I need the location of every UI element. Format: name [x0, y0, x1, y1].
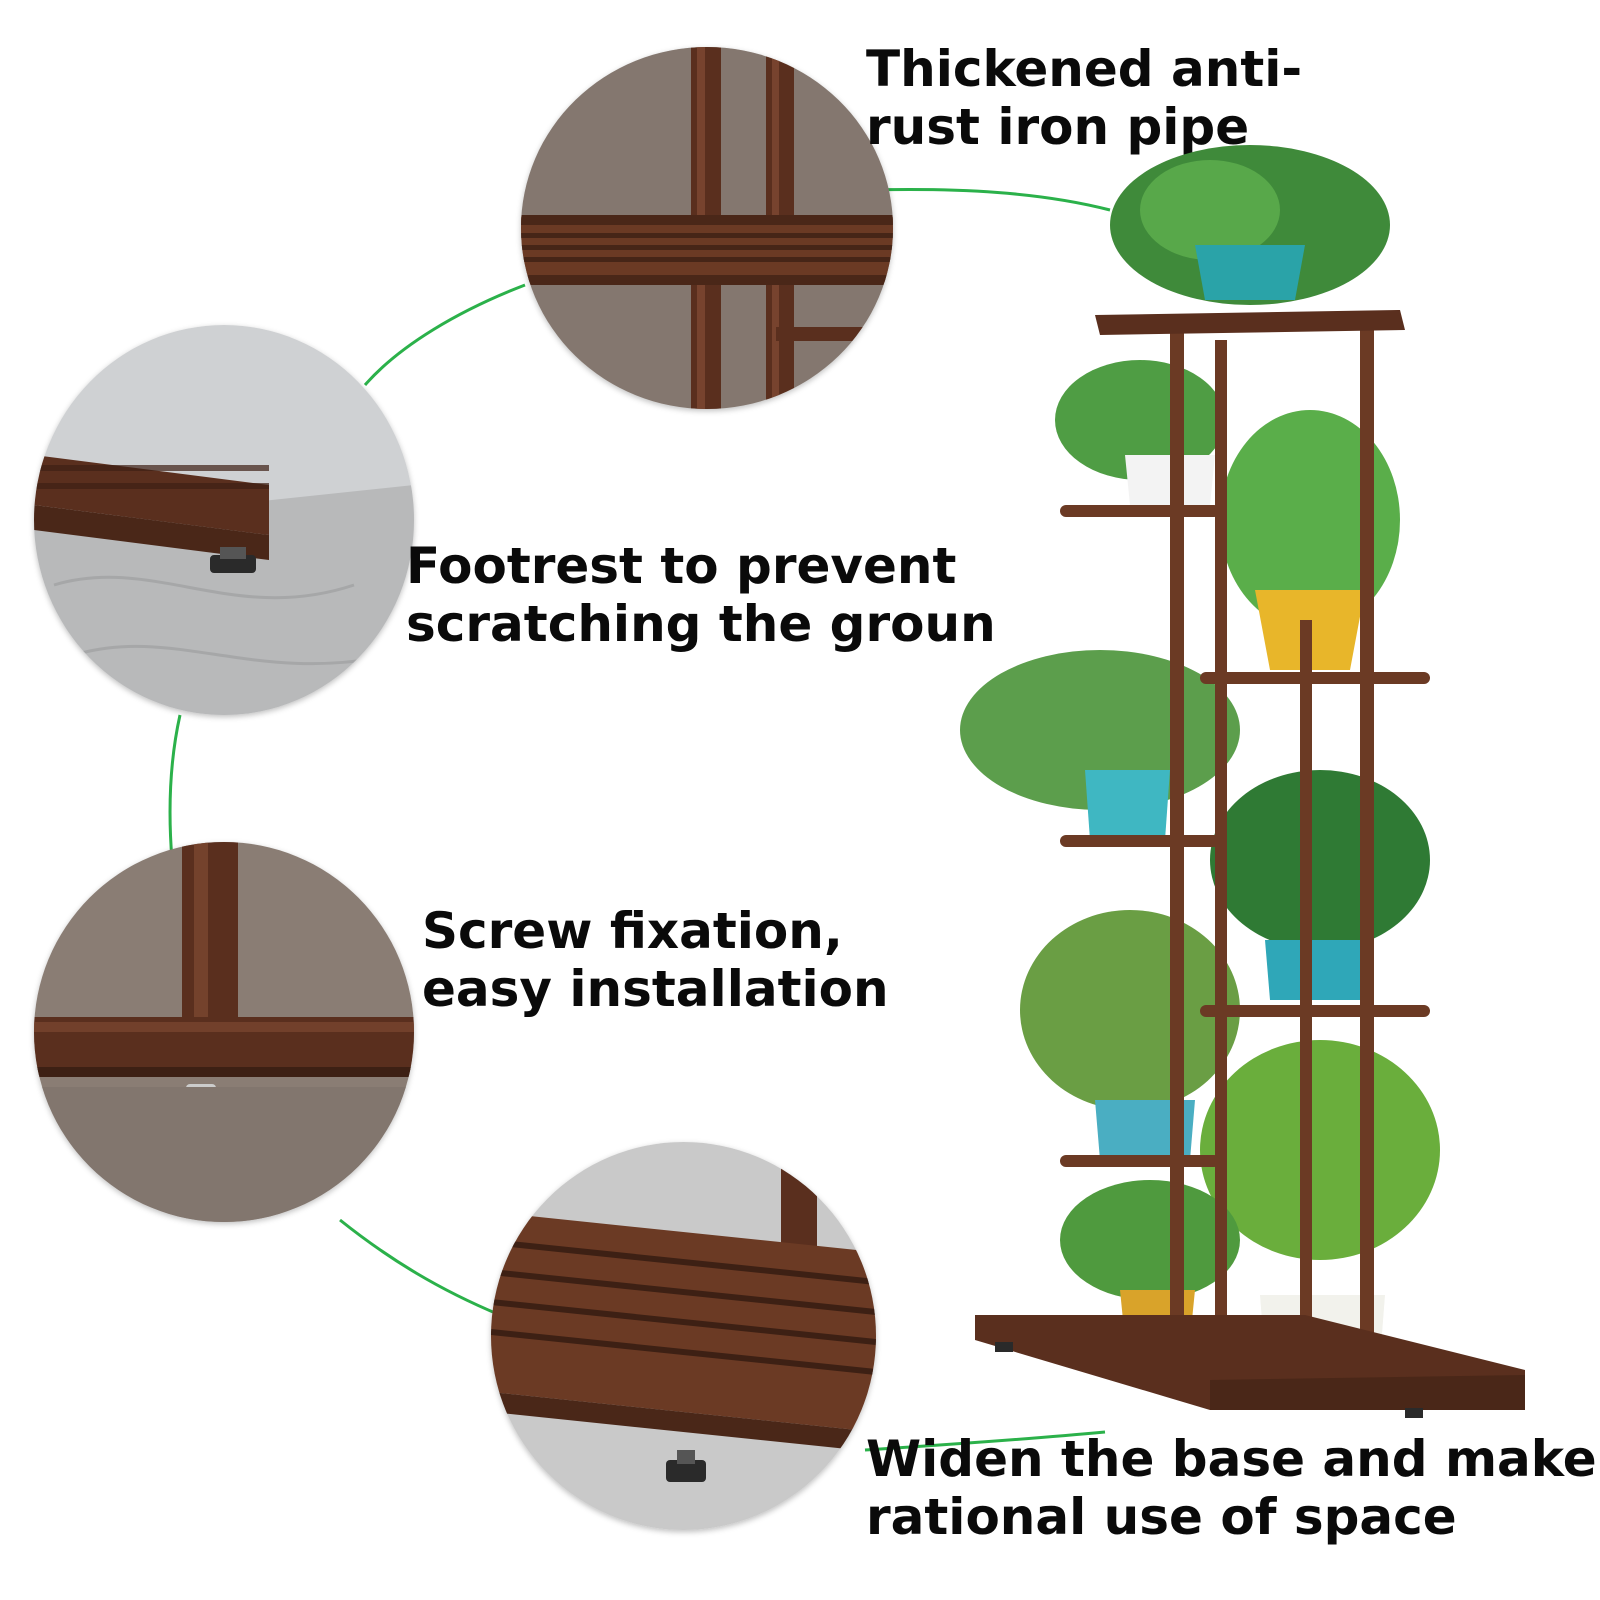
- caption-footrest: Footrest to prevent scratching the groun: [406, 537, 996, 653]
- caption-footrest-line1: Footrest to prevent: [406, 537, 957, 595]
- connector-segment: [869, 188, 1111, 212]
- caption-pipe-line1: Thickened anti-: [866, 40, 1303, 98]
- detail-circle-base: [491, 1142, 876, 1530]
- plant-stand-illustration: [960, 145, 1525, 1418]
- caption-pipe-line2: rust iron pipe: [866, 98, 1250, 156]
- caption-base-line1: Widen the base and make: [866, 1430, 1597, 1488]
- connector-segment: [168, 714, 182, 861]
- detail-circle-footrest: [34, 325, 414, 715]
- detail-circle-screw: [34, 842, 414, 1222]
- caption-pipe: Thickened anti- rust iron pipe: [866, 40, 1302, 156]
- caption-base: Widen the base and make rational use of …: [866, 1430, 1597, 1546]
- connector-segment: [363, 283, 526, 386]
- connector-segment: [864, 1430, 1106, 1452]
- caption-screw: Screw fixation, easy installation: [422, 902, 889, 1018]
- caption-screw-line2: easy installation: [422, 960, 889, 1018]
- connector-segment: [339, 1218, 501, 1317]
- plant-foliage: [960, 145, 1440, 1300]
- rack-frame: [975, 310, 1525, 1418]
- caption-base-line2: rational use of space: [866, 1488, 1457, 1546]
- caption-screw-line1: Screw fixation,: [422, 902, 843, 960]
- detail-circle-pipe: [521, 47, 893, 409]
- caption-footrest-line2: scratching the groun: [406, 595, 996, 653]
